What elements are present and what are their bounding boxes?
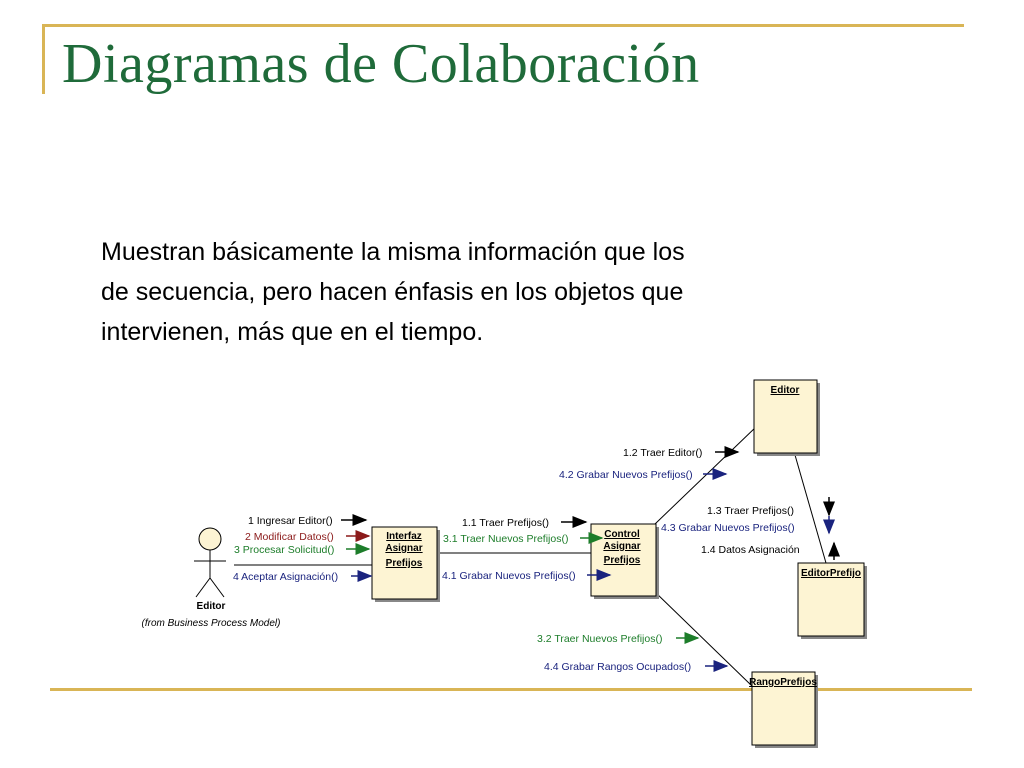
accent-bottom-line bbox=[50, 688, 972, 691]
object-label: Asignar bbox=[603, 541, 640, 552]
object-label: Editor bbox=[771, 385, 800, 396]
message-label: 3.2 Traer Nuevos Prefijos() bbox=[537, 633, 662, 645]
link-editor-editorprefijo bbox=[794, 454, 827, 564]
actor-name: Editor bbox=[197, 601, 226, 612]
message-label: 1.1 Traer Prefijos() bbox=[462, 517, 549, 529]
message-label: 4 Aceptar Asignación() bbox=[233, 571, 338, 583]
actor-leg-right bbox=[209, 577, 225, 598]
message-label: 4.1 Grabar Nuevos Prefijos() bbox=[442, 570, 576, 582]
body-line: intervienen, más que en el tiempo. bbox=[101, 318, 484, 346]
actor-editor bbox=[194, 527, 226, 598]
message-label: 1.4 Datos Asignación bbox=[701, 544, 800, 556]
accent-top-line bbox=[42, 24, 964, 27]
message-label: 4.3 Grabar Nuevos Prefijos() bbox=[661, 522, 795, 534]
message-label: 4.2 Grabar Nuevos Prefijos() bbox=[559, 469, 693, 481]
body-line: Muestran básicamente la misma informació… bbox=[101, 238, 685, 266]
object-interfaz: Interfaz Asignar Prefijos bbox=[371, 526, 440, 602]
message-label: 1.2 Traer Editor() bbox=[623, 447, 702, 459]
message-label: 1 Ingresar Editor() bbox=[248, 515, 333, 527]
message-label: 1.3 Traer Prefijos() bbox=[707, 505, 794, 517]
link-lines bbox=[234, 425, 827, 687]
object-label: RangoPrefijos bbox=[749, 677, 817, 688]
actor-leg-left bbox=[195, 577, 211, 598]
link-control-rango bbox=[654, 591, 753, 687]
object-label: EditorPrefijo bbox=[801, 568, 861, 579]
actor-note: (from Business Process Model) bbox=[142, 618, 281, 629]
slide-title: Diagramas de Colaboración bbox=[62, 33, 700, 95]
message-label: 3.1 Traer Nuevos Prefijos() bbox=[443, 533, 568, 545]
object-label: Prefijos bbox=[386, 558, 423, 569]
message-label: 2 Modificar Datos() bbox=[245, 531, 334, 543]
object-editorprefijo: EditorPrefijo bbox=[797, 562, 867, 639]
object-label: Prefijos bbox=[604, 555, 641, 566]
object-label: Interfaz bbox=[386, 531, 422, 542]
slide-body: Muestran básicamente la misma informació… bbox=[101, 232, 881, 352]
object-control: Control Asignar Prefijos bbox=[590, 523, 659, 599]
object-label: Asignar bbox=[385, 543, 422, 554]
object-editor: Editor bbox=[753, 379, 820, 456]
body-line: de secuencia, pero hacen énfasis en los … bbox=[101, 278, 684, 306]
accent-vertical-line bbox=[42, 24, 45, 94]
message-label: 4.4 Grabar Rangos Ocupados() bbox=[544, 661, 691, 673]
actor-head bbox=[198, 527, 222, 551]
object-label: Control bbox=[604, 529, 640, 540]
link-control-editor bbox=[654, 425, 758, 525]
object-rangoprefijos: RangoPrefijos bbox=[749, 671, 818, 748]
message-label: 3 Procesar Solicitud() bbox=[234, 544, 334, 556]
